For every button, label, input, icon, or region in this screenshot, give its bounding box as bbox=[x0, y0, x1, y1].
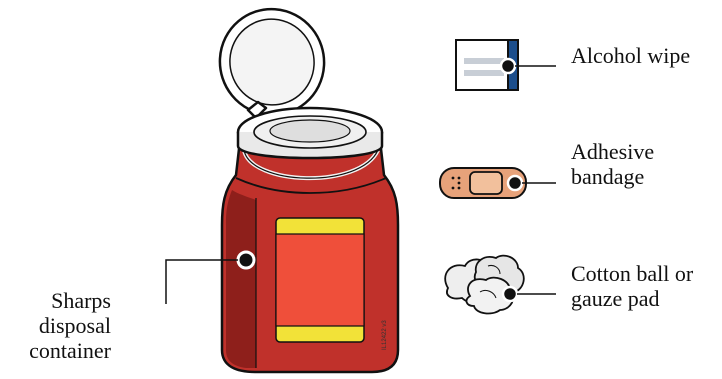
sharps-label-line-3: container bbox=[29, 338, 111, 363]
sharps-container-icon bbox=[218, 7, 400, 374]
adhesive-bandage-icon bbox=[439, 167, 527, 199]
sharps-label-line-2: disposal bbox=[38, 313, 111, 338]
adhesive-bandage-label: Adhesive bandage bbox=[571, 139, 654, 189]
sharps-leader-line bbox=[165, 259, 238, 304]
sharps-container-label: Sharps disposal container bbox=[29, 288, 111, 363]
alcohol-wipe-label: Alcohol wipe bbox=[571, 43, 690, 68]
cotton-ball-label: Cotton ball or gauze pad bbox=[571, 261, 693, 311]
cotton-label-line-2: gauze pad bbox=[571, 286, 660, 311]
sharps-label-line-1: Sharps bbox=[51, 288, 111, 313]
bandage-label-line-2: bandage bbox=[571, 164, 645, 189]
image-code: IL12422 v3 bbox=[382, 320, 388, 350]
bandage-label-line-1: Adhesive bbox=[571, 139, 655, 164]
wipe-label-line-1: Alcohol wipe bbox=[571, 43, 691, 68]
cotton-label-line-1: Cotton ball or bbox=[571, 261, 694, 286]
alcohol-wipe-icon bbox=[455, 39, 519, 91]
cotton-ball-icon bbox=[444, 254, 525, 315]
